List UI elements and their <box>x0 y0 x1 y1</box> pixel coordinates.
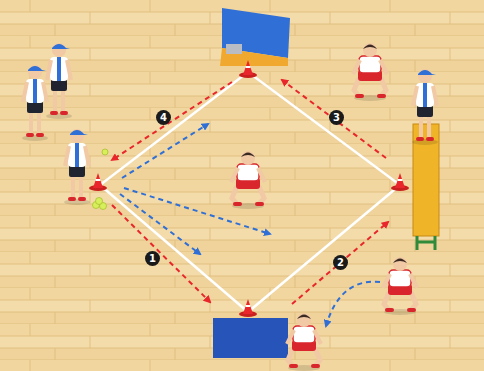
red-dashed-arrows <box>112 80 388 304</box>
blue-dashed-arrows <box>120 124 380 326</box>
callout-number: 1 <box>145 251 160 266</box>
players <box>231 43 417 371</box>
callout-number: 2 <box>333 255 348 270</box>
balls <box>93 149 109 210</box>
callout-number: 4 <box>156 110 171 125</box>
mat <box>213 318 288 358</box>
court-lines <box>100 72 400 312</box>
top-box <box>220 8 290 66</box>
callout-number: 3 <box>329 110 344 125</box>
